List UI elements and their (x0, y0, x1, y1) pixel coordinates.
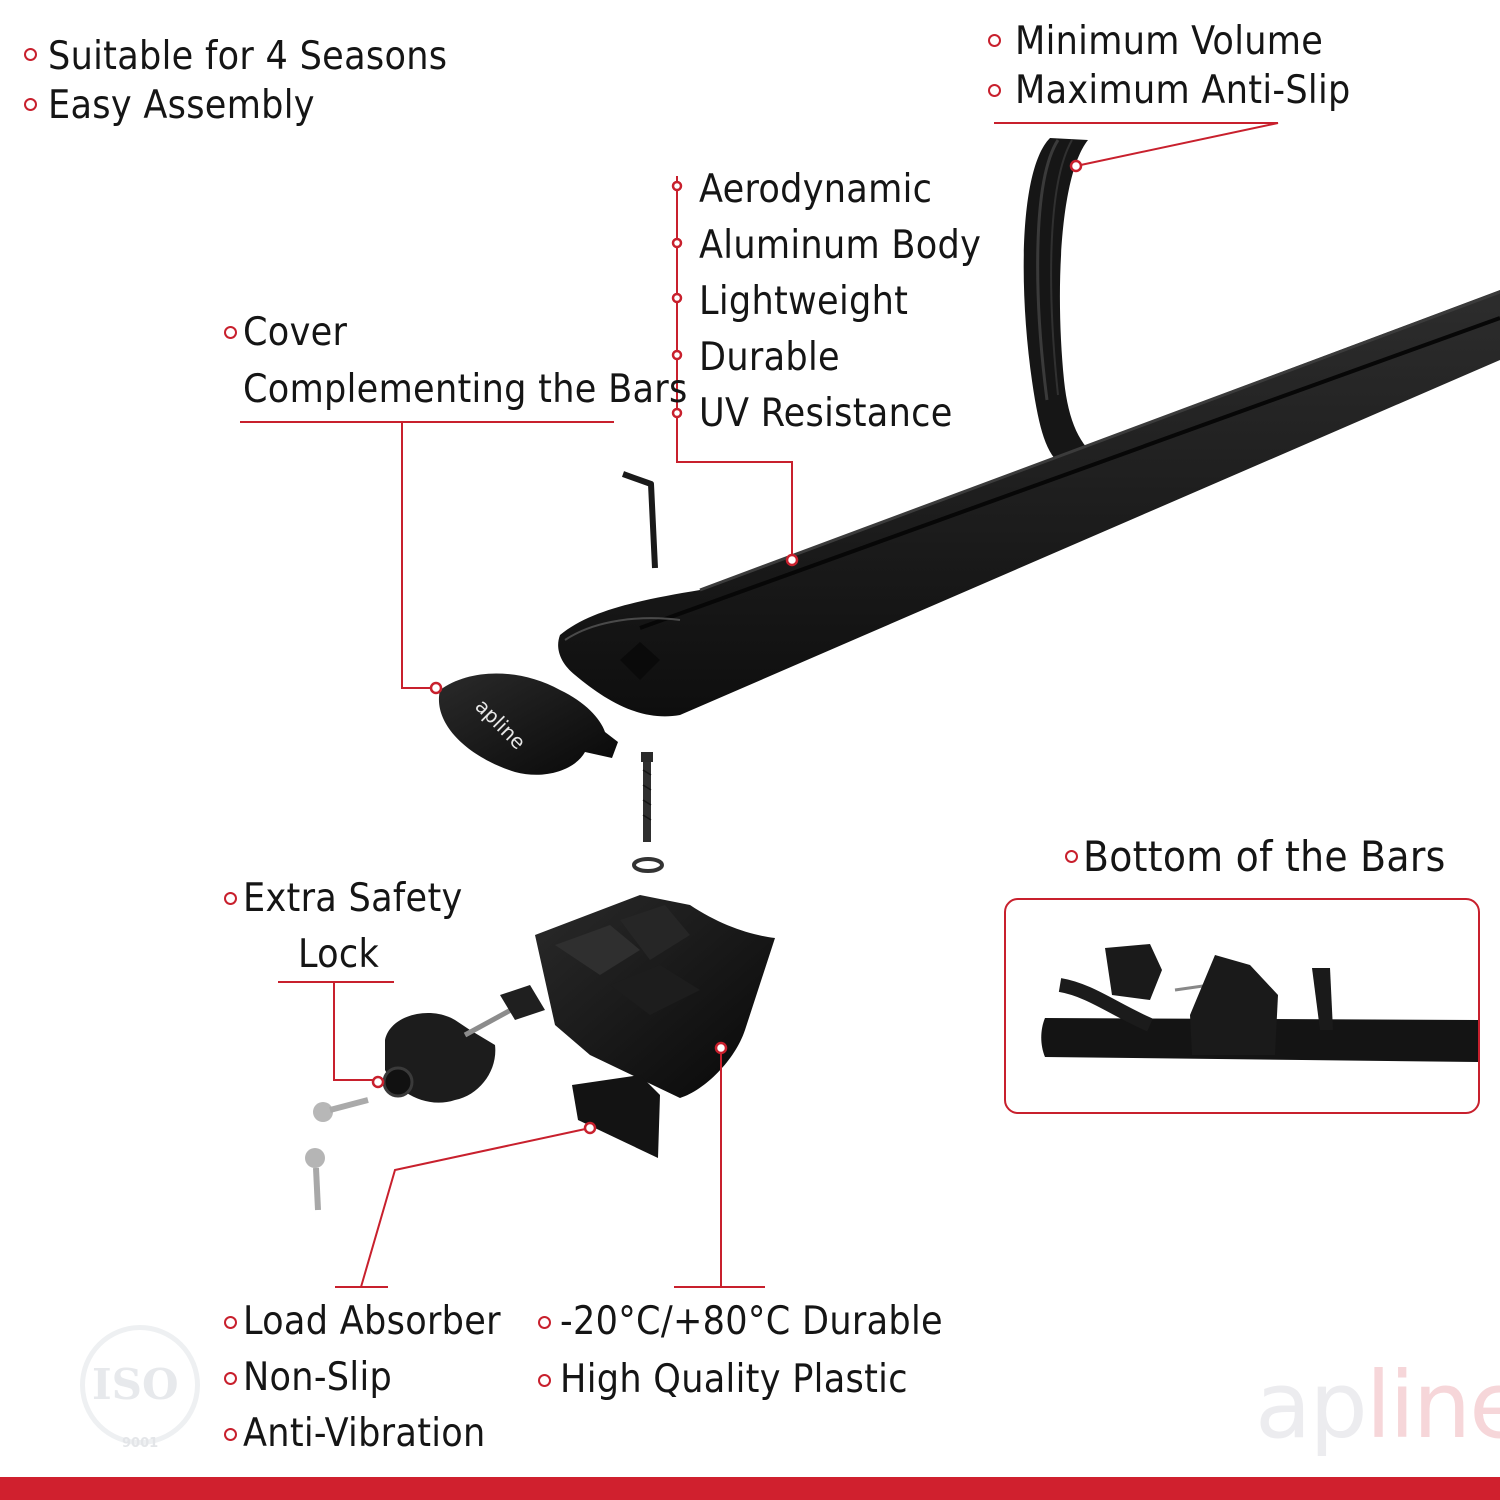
bullet-icon (24, 98, 37, 111)
roof-bar (558, 290, 1500, 717)
washer (632, 857, 664, 873)
foot-mount (535, 895, 775, 1098)
feature-label: Aluminum Body (699, 223, 982, 268)
safety-lock (382, 985, 545, 1103)
lock-subtitle: Lock (298, 932, 380, 977)
bullet-icon (224, 1372, 237, 1385)
iso-seal-icon (80, 1325, 200, 1445)
footer-bar (0, 1477, 1500, 1500)
bolt (641, 752, 653, 842)
bullet-icon (24, 48, 37, 61)
rubber-strip (1023, 138, 1100, 470)
bottom-view-image (1041, 944, 1478, 1062)
bullet-icon (538, 1316, 551, 1329)
leader-dots (371, 159, 1083, 1135)
bullet-icon (988, 34, 1001, 47)
feature-label: UV Resistance (699, 391, 953, 436)
iso-seal-number: 9001 (122, 1436, 159, 1451)
lock-title: Extra Safety (243, 876, 463, 921)
feature-label: -20°C/+80°C Durable (560, 1299, 943, 1344)
feature-label: Anti-Vibration (243, 1411, 486, 1456)
iso-seal-text: ISO (92, 1360, 179, 1409)
bullet-icon (988, 84, 1001, 97)
brand-part2: line (1365, 1352, 1500, 1459)
brand-part1: ap (1255, 1352, 1368, 1459)
bottom-view-frame (1004, 898, 1480, 1114)
feature-label: Minimum Volume (1015, 19, 1324, 64)
cover-subtitle: Complementing the Bars (243, 367, 688, 412)
bullet-icon (224, 892, 237, 905)
rubber-pad (572, 1075, 660, 1158)
feature-label: Maximum Anti-Slip (1015, 68, 1351, 113)
keys (305, 1097, 369, 1211)
feature-label: Lightweight (699, 279, 909, 324)
feature-label: Durable (699, 335, 840, 380)
feature-label: Easy Assembly (48, 83, 315, 128)
end-cover (438, 673, 618, 775)
bullet-icon (224, 1316, 237, 1329)
cover-title: Cover (243, 310, 348, 355)
feature-label: Suitable for 4 Seasons (48, 34, 448, 79)
bullet-icon (1065, 850, 1078, 863)
allen-key (621, 471, 658, 569)
bullet-icon (224, 1428, 237, 1441)
bottom-title: Bottom of the Bars (1083, 832, 1446, 881)
feature-label: Aerodynamic (699, 167, 933, 212)
bullet-icon (538, 1374, 551, 1387)
feature-label: Load Absorber (243, 1299, 501, 1344)
feature-label: Non-Slip (243, 1355, 393, 1400)
leader-lines (240, 122, 1279, 1288)
brand-watermark: apline (1255, 1352, 1500, 1459)
bullet-icon (224, 326, 237, 339)
feature-label: High Quality Plastic (560, 1357, 908, 1402)
